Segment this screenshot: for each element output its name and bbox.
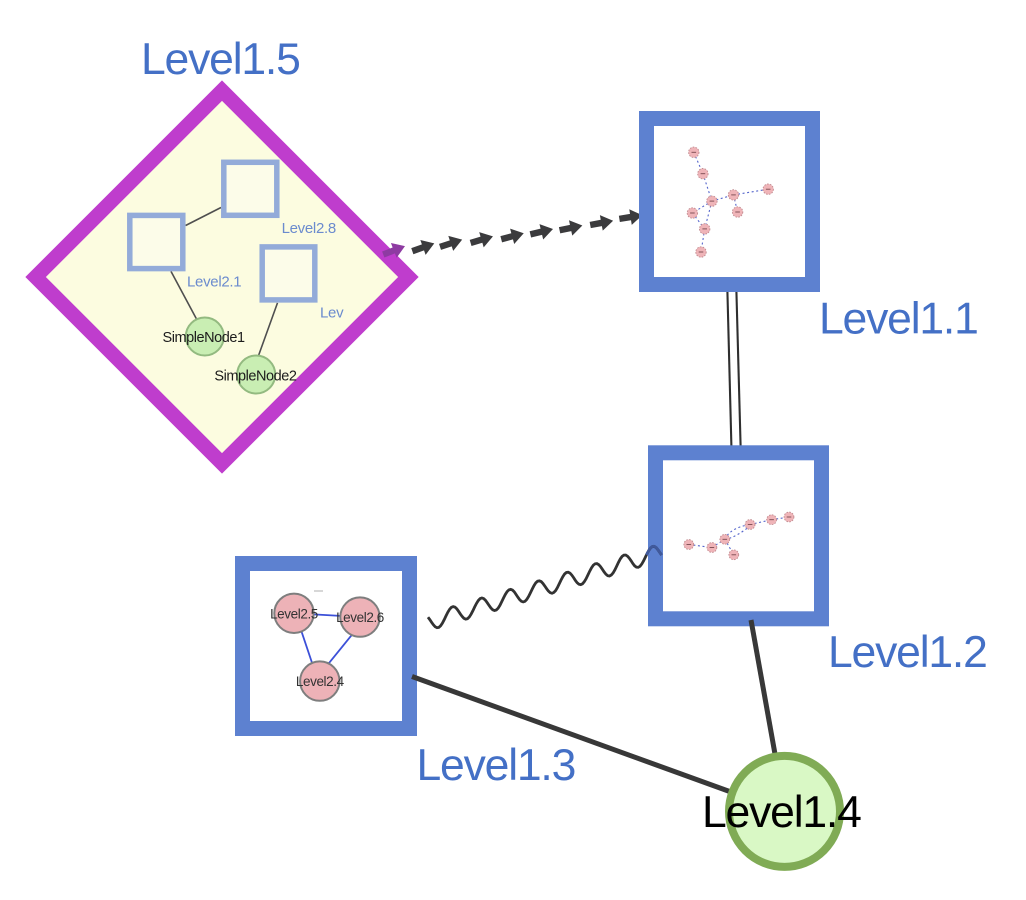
svg-text:Level1.2: Level1.2: [828, 628, 987, 677]
svg-text:Level1.4: Level1.4: [702, 788, 861, 837]
svg-text:Level1.3: Level1.3: [417, 741, 576, 790]
svg-text:Level2.8: Level2.8: [282, 220, 336, 237]
svg-text:Level2.6: Level2.6: [336, 610, 384, 625]
svg-text:Level2.4: Level2.4: [296, 674, 345, 689]
svg-text:SimpleNode2: SimpleNode2: [214, 369, 296, 385]
svg-text:Level2.5: Level2.5: [270, 606, 318, 621]
svg-text:Level1.5: Level1.5: [141, 35, 300, 84]
svg-text:Level2.1: Level2.1: [187, 273, 241, 290]
svg-text:SimpleNode1: SimpleNode1: [163, 330, 245, 346]
svg-text:Lev: Lev: [320, 305, 344, 322]
svg-text:Level1.1: Level1.1: [819, 295, 978, 344]
